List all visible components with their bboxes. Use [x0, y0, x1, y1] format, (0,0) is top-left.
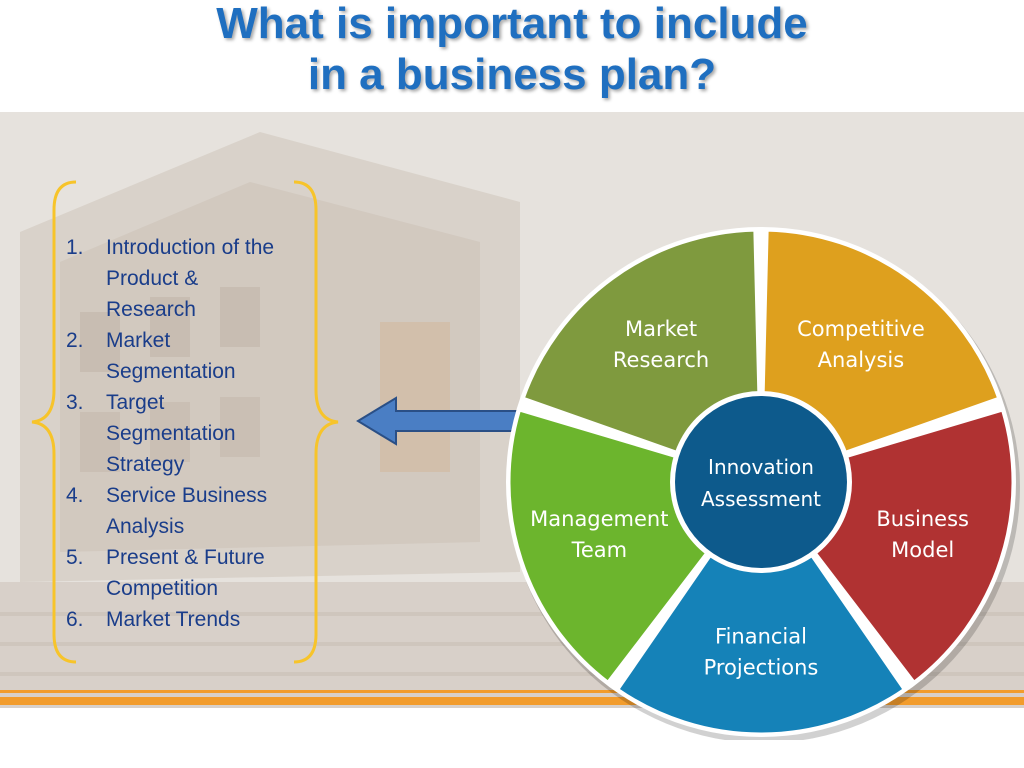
right-brace	[293, 180, 339, 664]
segment-financial-projections	[615, 479, 907, 736]
segment-label-line: Business	[876, 507, 969, 531]
bottom-stripe-thin	[0, 690, 1024, 693]
hub-label-line: Assessment	[701, 487, 821, 511]
list-item-number: 1.	[66, 236, 84, 259]
list-item-text: Market Trends	[106, 608, 241, 631]
list-item-text: Competition	[106, 577, 219, 600]
left-brace	[31, 180, 77, 664]
list-item-text: Market	[106, 329, 171, 352]
segment-label-line: Research	[613, 348, 709, 372]
slide-title: What is important to include in a busine…	[0, 0, 1024, 102]
list-item-text: Service Business	[106, 484, 268, 507]
list-item-number: 3.	[66, 391, 84, 414]
segment-label-line: Market	[625, 317, 697, 341]
hub-label-line: Innovation	[708, 455, 814, 479]
bottom-stripe-thick	[0, 697, 1024, 705]
list-item-text: Present & Future	[106, 546, 265, 569]
segment-label-line: Competitive	[797, 317, 925, 341]
segment-label-line: Analysis	[818, 348, 905, 372]
list-item-number: 4.	[66, 484, 84, 507]
list-item: 6. Market Trends	[66, 604, 316, 635]
segment-label-line: Model	[891, 538, 954, 562]
list-item-text: Product &	[106, 267, 199, 290]
list-item-number: 5.	[66, 546, 84, 569]
list-item-text: Segmentation	[106, 360, 236, 383]
segment-label-line: Team	[571, 538, 628, 562]
list-item-number: 6.	[66, 608, 84, 631]
list-item-text: Analysis	[106, 515, 185, 538]
title-line-2: in a business plan?	[307, 50, 717, 99]
list-item-text: Research	[106, 298, 196, 321]
list-item-text: Introduction of the	[106, 236, 275, 259]
list-item-text: Target	[106, 391, 165, 414]
list-item-text: Strategy	[106, 453, 185, 476]
list-item-text: Segmentation	[106, 422, 236, 445]
segment-label-line: Projections	[704, 656, 819, 680]
segment-label-line: Management	[530, 507, 668, 531]
hub-innovation-assessment	[675, 396, 847, 568]
segment-label-line: Financial	[715, 625, 807, 649]
list-item-number: 2.	[66, 329, 84, 352]
title-line-1: What is important to include	[216, 0, 808, 48]
